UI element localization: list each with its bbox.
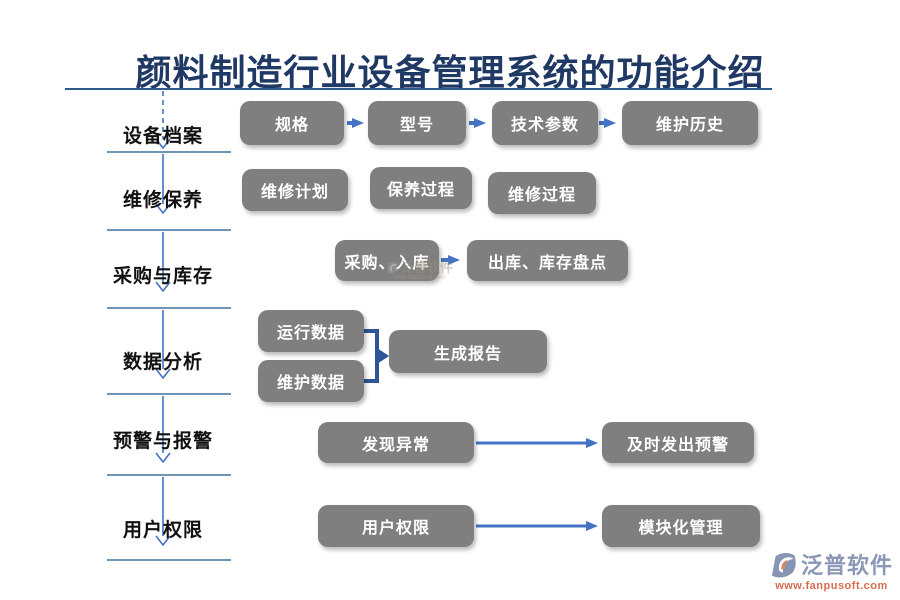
flow-box-model: 型号 xyxy=(368,101,466,145)
row-label-purchase-inventory: 采购与库存 xyxy=(112,266,213,287)
flow-box-issue-warning: 及时发出预警 xyxy=(602,422,754,463)
watermark-url-text: www.fanpusoft.com xyxy=(393,275,446,281)
row4-merge-bracket xyxy=(364,329,389,383)
fanpu-logo-brand: 泛普软件 xyxy=(800,553,893,578)
flow-box-maintenance-data: 维护数据 xyxy=(258,360,364,402)
row-separator-lines xyxy=(107,151,231,561)
flow-box-modular-management: 模块化管理 xyxy=(602,505,760,547)
flow-box-tech-params: 技术参数 xyxy=(492,101,598,145)
row-label-data-analysis: 数据分析 xyxy=(122,352,203,373)
watermark-logo-icon xyxy=(387,262,398,274)
row-label-warning-alarm: 预警与报警 xyxy=(112,431,213,452)
flow-box-detect-anomaly: 发现异常 xyxy=(318,422,474,463)
flow-box-generate-report: 生成报告 xyxy=(389,330,547,373)
flow-box-purchase-inbound: 采购、入库 xyxy=(335,240,439,281)
fanpu-logo-icon xyxy=(771,552,796,577)
flow-box-outbound-stocktake: 出库、库存盘点 xyxy=(467,240,628,281)
row-label-user-permission: 用户权限 xyxy=(122,520,203,541)
watermark-brand-text: 泛普软件 xyxy=(401,260,454,275)
flow-box-user-permission: 用户权限 xyxy=(318,505,474,547)
flow-box-upkeep-process: 保养过程 xyxy=(370,167,472,209)
row-label-equipment-archive: 设备档案 xyxy=(122,126,203,147)
fanpu-logo-url: www.fanpusoft.com xyxy=(775,580,888,592)
flow-box-operation-data: 运行数据 xyxy=(258,310,364,352)
page-title: 颜料制造行业设备管理系统的功能介绍 xyxy=(135,52,765,93)
spine-down-arrows xyxy=(155,154,171,547)
flow-box-spec: 规格 xyxy=(240,101,344,145)
title-underline xyxy=(65,88,772,90)
center-watermark: 泛普软件 www.fanpusoft.com xyxy=(386,261,453,281)
row-label-repair-maintenance: 维修保养 xyxy=(122,190,203,211)
flow-box-maintenance-history: 维护历史 xyxy=(622,101,758,145)
spine-dashed-arrow xyxy=(155,91,171,150)
fanpu-logo: 泛普软件 www.fanpusoft.com xyxy=(770,548,893,592)
flow-box-repair-process: 维修过程 xyxy=(488,172,596,214)
flow-box-repair-plan: 维修计划 xyxy=(242,169,348,211)
